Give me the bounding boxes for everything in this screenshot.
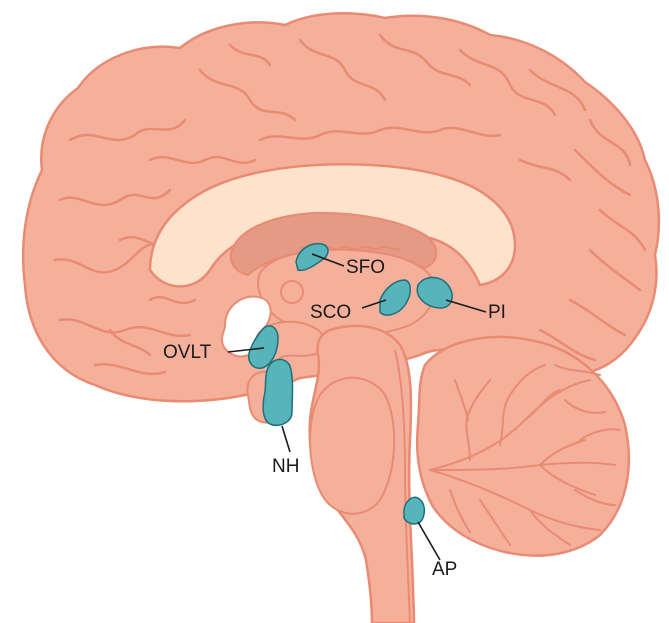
- nh-organ: [263, 359, 292, 425]
- ap-organ: [404, 497, 424, 524]
- nh-leader: [282, 426, 290, 452]
- ap-label: AP: [432, 559, 457, 580]
- ovlt-label: OVLT: [163, 342, 212, 363]
- sco-label: SCO: [310, 302, 351, 323]
- pons: [310, 378, 394, 514]
- ap-leader: [418, 522, 440, 560]
- nh-label: NH: [272, 456, 299, 477]
- sfo-label: SFO: [346, 257, 385, 278]
- pi-label: PI: [488, 302, 506, 323]
- anterior-commissure: [281, 281, 303, 303]
